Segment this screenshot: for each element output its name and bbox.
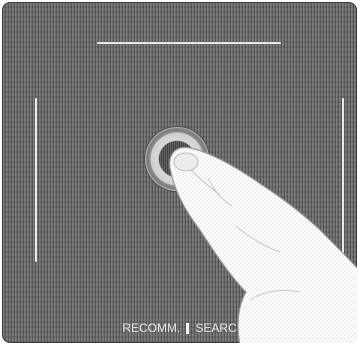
touchpad-surface[interactable] <box>2 2 357 343</box>
search-label: SEARC <box>195 321 236 335</box>
recommend-label: RECOMM. <box>122 321 180 335</box>
swipe-left-guide <box>35 98 37 262</box>
circle-button-icon[interactable] <box>145 127 209 191</box>
swipe-up-guide <box>97 42 281 44</box>
center-button-face <box>159 141 195 177</box>
touchpad-labels: RECOMM. SEARC <box>0 318 359 338</box>
label-separator <box>186 323 189 334</box>
swipe-right-guide <box>342 98 344 262</box>
